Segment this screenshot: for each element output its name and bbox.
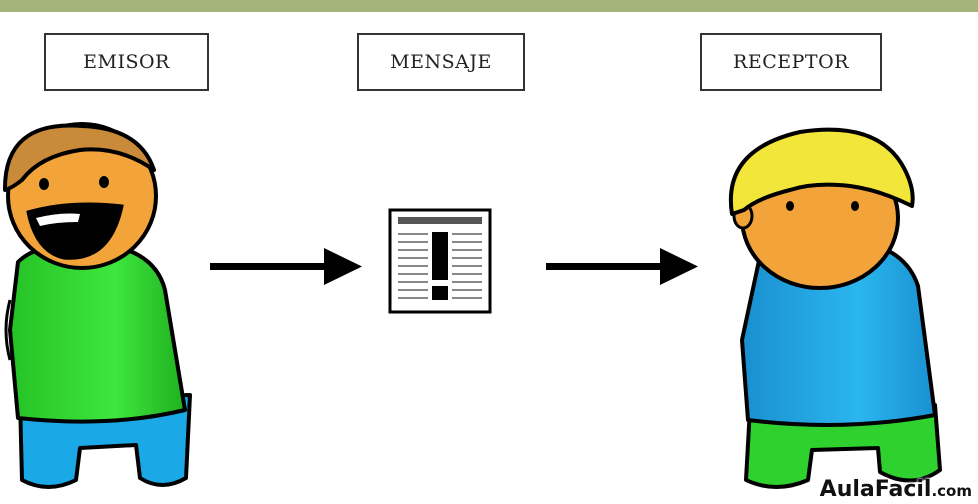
message-document-icon	[388, 208, 492, 314]
receiver-character-icon	[728, 127, 942, 489]
arrow-right-icon	[210, 248, 362, 285]
watermark-brand: AulaFacil	[819, 477, 932, 502]
sender-character-icon	[2, 122, 192, 489]
sender-label: EMISOR	[83, 51, 170, 73]
receiver-label: RECEPTOR	[733, 51, 849, 73]
brand-watermark: AulaFacil.com	[820, 477, 972, 502]
watermark-domain: .com	[931, 482, 972, 500]
message-label: MENSAJE	[390, 51, 492, 73]
arrow-right-icon	[546, 248, 698, 285]
receiver-label-box: RECEPTOR	[700, 33, 882, 91]
header-band	[0, 0, 978, 12]
sender-label-box: EMISOR	[44, 33, 209, 91]
message-label-box: MENSAJE	[357, 33, 525, 91]
